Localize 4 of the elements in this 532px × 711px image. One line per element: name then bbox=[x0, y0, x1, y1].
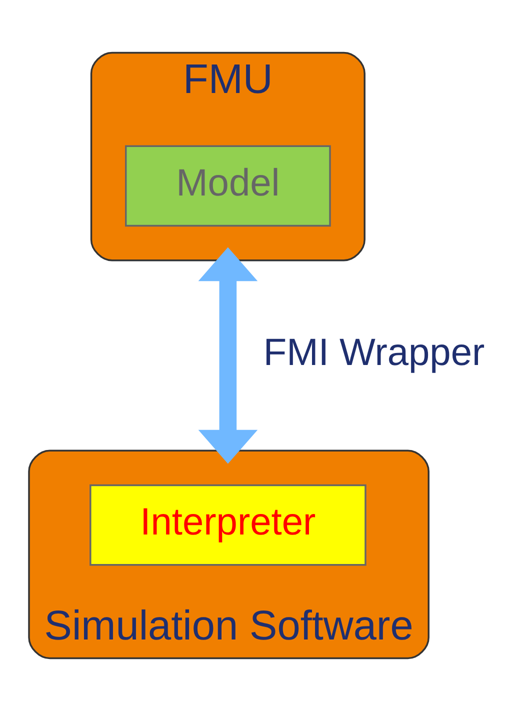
node-box: Interpreter bbox=[90, 484, 366, 566]
arrow bbox=[198, 247, 258, 464]
node-box: Model bbox=[125, 145, 331, 227]
edge-label: FMI Wrapper bbox=[263, 332, 485, 374]
